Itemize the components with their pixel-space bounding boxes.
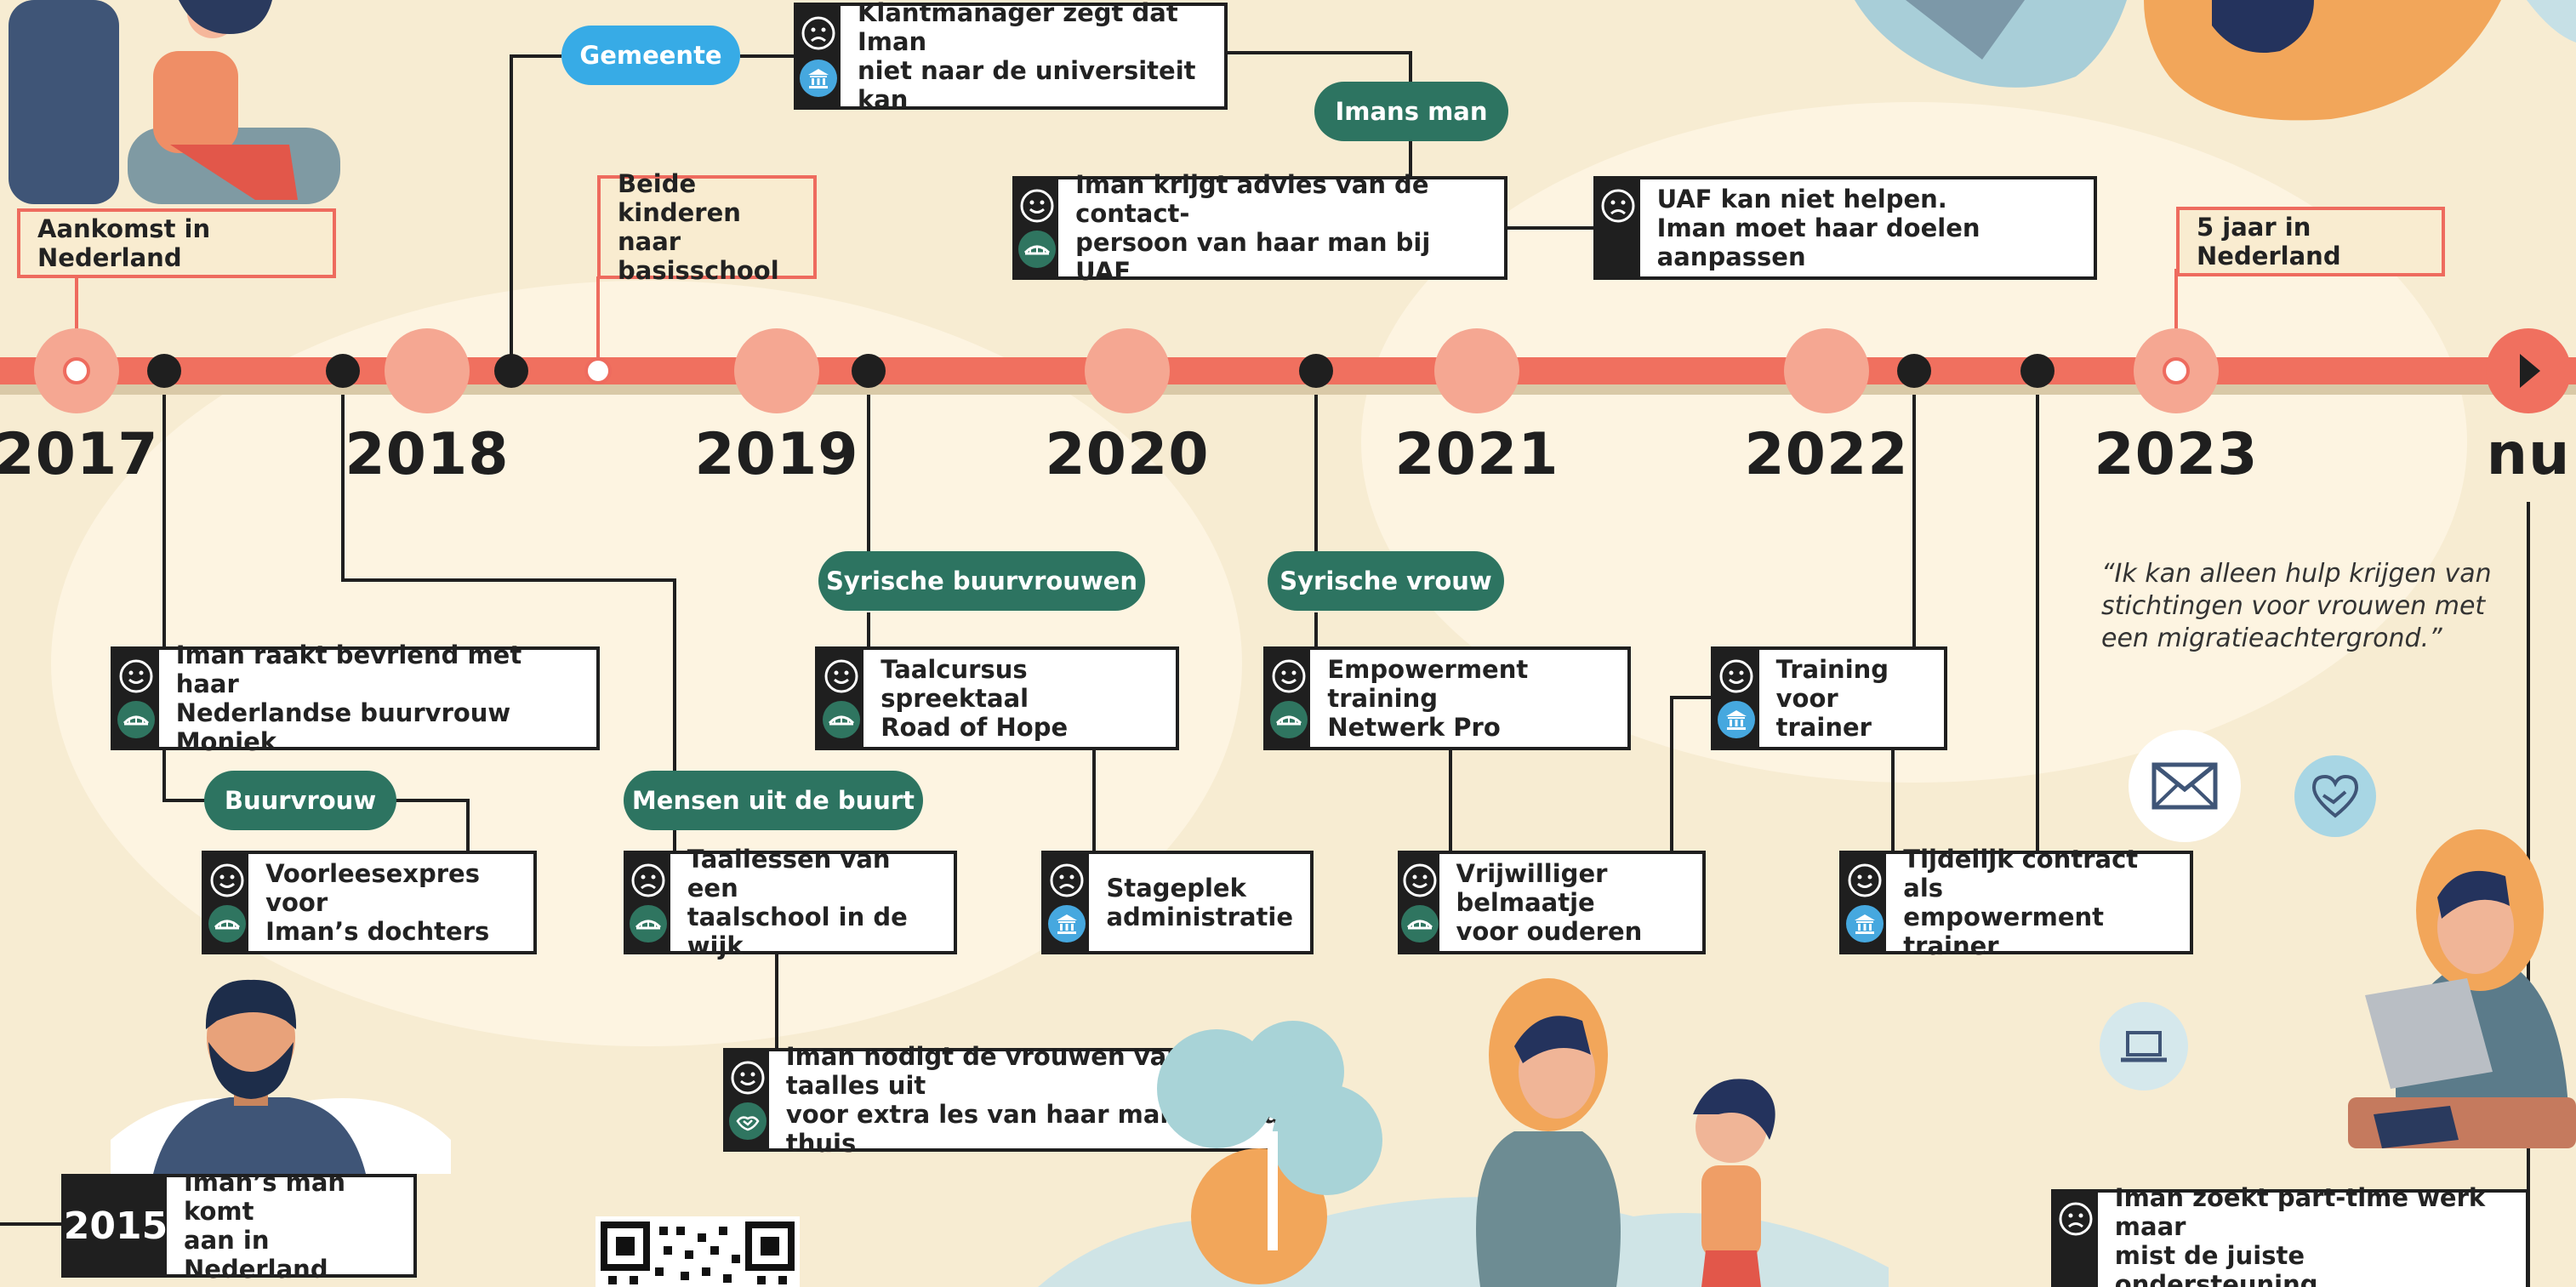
handshake-heart-icon	[2294, 755, 2376, 837]
smiley-happy-icon	[1848, 863, 1882, 897]
smiley-sad-icon	[631, 863, 665, 897]
bridge-icon	[1269, 701, 1308, 738]
woman-laptop-illustration	[2348, 829, 2576, 1148]
pill-syrische-buurvrouwen: Syrische buurvrouwen	[818, 551, 1145, 611]
bridge-icon	[1401, 905, 1439, 942]
event-card: Empowerment training Netwerk Pro	[1263, 646, 1631, 750]
event-text: Klantmanager zegt dat Iman niet naar de …	[857, 0, 1196, 114]
event-text: Taalcursus spreektaal Road of Hope	[881, 655, 1069, 742]
year-2015-label: 2015	[64, 1177, 168, 1274]
smiley-happy-icon	[824, 659, 858, 693]
year-label: 2021	[1394, 421, 1559, 488]
event-text: Iman raakt bevriend met haar Nederlandse…	[175, 641, 522, 756]
event-text: Taallessen van een taalschool in de wijk	[687, 845, 908, 960]
smiley-happy-icon	[210, 863, 244, 897]
bridge-icon	[1018, 231, 1057, 268]
year-label: 2018	[345, 421, 510, 488]
smiley-sad-icon	[1050, 863, 1084, 897]
event-text: Empowerment training Netwerk Pro	[1327, 655, 1529, 742]
pill-buurvrouw: Buurvrouw	[204, 771, 396, 830]
event-card: Iman krijgt advies van de contact- perso…	[1012, 170, 1507, 286]
event-text: Tijdelijk contract als empowerment train…	[1903, 845, 2139, 960]
quote-text: “Ik kan alleen hulp krijgen van stichtin…	[2101, 559, 2492, 653]
smiley-sad-icon	[2059, 1202, 2093, 1236]
milestone-arrival: Aankomst in Nederland	[17, 208, 336, 278]
arrow-right-icon	[2520, 354, 2540, 388]
pill-mensen-uit-de-buurt: Mensen uit de buurt	[624, 771, 923, 830]
event-card: UAF kan niet helpen. Iman moet haar doel…	[1593, 176, 2097, 280]
mail-icon	[2129, 730, 2241, 842]
event-card: Taallessen van een taalschool in de wijk	[624, 845, 957, 960]
event-card: Tijdelijk contract als empowerment train…	[1839, 845, 2193, 960]
institution-icon	[1048, 905, 1086, 942]
event-text: Iman zoekt part-time werk maar mist de j…	[2114, 1183, 2486, 1287]
qr-code	[596, 1216, 800, 1287]
bridge-icon	[822, 701, 860, 738]
top-right-illustration	[1855, 0, 2576, 121]
pill-imans-man: Imans man	[1314, 82, 1508, 141]
man-illustration	[111, 979, 451, 1174]
event-card: Klantmanager zegt dat Iman niet naar de …	[794, 0, 1228, 114]
bridge-icon	[630, 905, 668, 942]
event-card: Iman zoekt part-time werk maar mist de j…	[2051, 1183, 2529, 1287]
smiley-happy-icon	[1719, 659, 1753, 693]
event-card: Vrijwilliger belmaatje voor ouderen	[1398, 851, 1706, 954]
bridge-icon	[208, 905, 246, 942]
mother-child-illustration	[1038, 978, 1889, 1287]
smiley-happy-icon	[1272, 659, 1306, 693]
event-text: Training voor trainer	[1775, 655, 1889, 742]
pill-gemeente: Gemeente	[561, 26, 740, 85]
event-text: Iman’s man komt aan in Nederland	[184, 1168, 346, 1284]
event-text: UAF kan niet helpen. Iman moet haar doel…	[1656, 185, 1980, 271]
year-label: 2017	[0, 421, 159, 488]
smiley-happy-icon	[1020, 189, 1054, 223]
event-card: Iman raakt bevriend met haar Nederlandse…	[111, 641, 600, 756]
event-text: Voorleesexpres voor Iman’s dochters	[265, 859, 490, 946]
event-text: Stageplek administratie	[1106, 874, 1293, 931]
milestone-school: Beide kinderen naar basisschool	[597, 169, 817, 285]
smiley-sad-icon	[1601, 189, 1635, 223]
event-card: Stageplek administratie	[1041, 851, 1314, 954]
year-label: 2019	[694, 421, 859, 488]
year-label: 2023	[2094, 421, 2259, 488]
laptop-icon	[2100, 1002, 2188, 1091]
milestone-five-years: 5 jaar in Nederland	[2176, 207, 2445, 276]
handshake-icon	[728, 1102, 767, 1140]
smiley-sad-icon	[801, 16, 835, 50]
institution-icon	[800, 60, 838, 97]
event-card: Voorleesexpres voor Iman’s dochters	[202, 851, 537, 954]
pill-syrische-vrouw: Syrische vrouw	[1268, 551, 1504, 611]
smiley-happy-icon	[731, 1061, 765, 1095]
smiley-happy-icon	[1403, 863, 1437, 897]
bridge-icon	[117, 701, 156, 738]
year-label: nu	[2486, 421, 2571, 488]
event-card: Training voor trainer	[1711, 646, 1947, 750]
event-card: Taalcursus spreektaal Road of Hope	[815, 646, 1179, 750]
institution-icon	[1718, 701, 1756, 738]
family-illustration	[9, 0, 340, 204]
institution-icon	[1845, 905, 1884, 942]
year-label: 2022	[1744, 421, 1909, 488]
event-text: Vrijwilliger belmaatje voor ouderen	[1456, 859, 1643, 946]
smiley-happy-icon	[119, 659, 153, 693]
event-card-2015: 2015 Iman’s man komt aan in Nederland	[61, 1168, 417, 1284]
event-text: Iman krijgt advies van de contact- perso…	[1075, 170, 1431, 286]
year-label: 2020	[1045, 421, 1210, 488]
